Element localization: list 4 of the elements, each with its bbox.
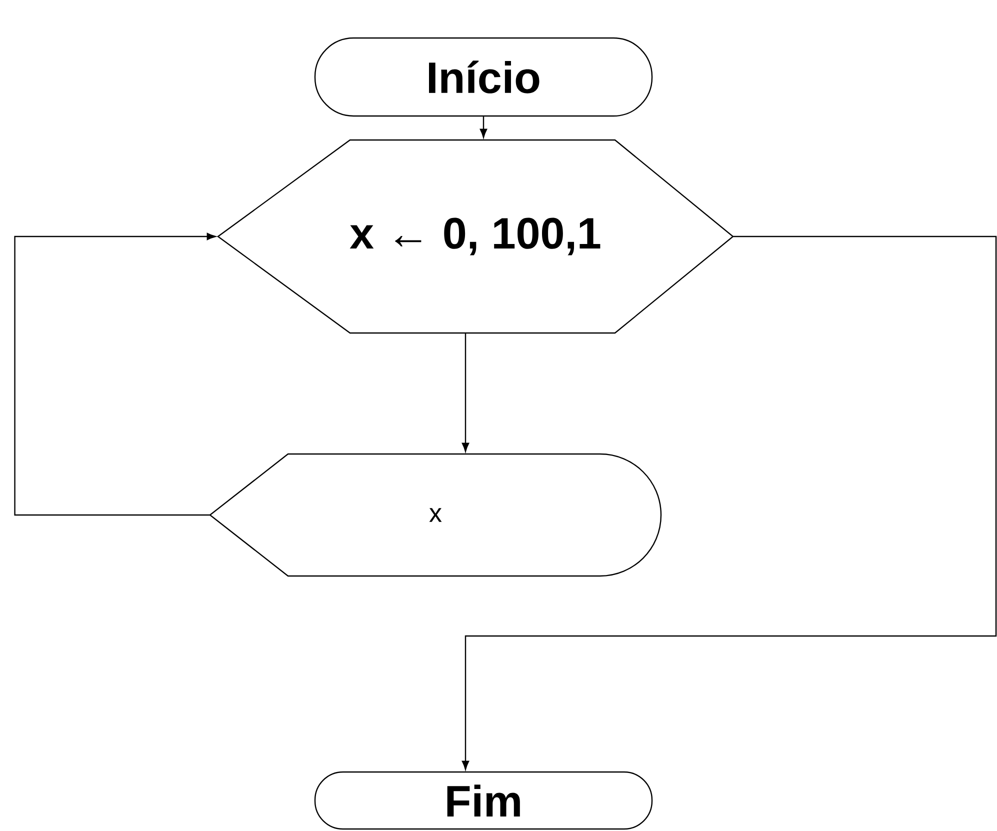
arrow (462, 236, 997, 770)
arrow (480, 116, 488, 138)
arrow (462, 333, 470, 452)
arrow (14, 232, 216, 516)
